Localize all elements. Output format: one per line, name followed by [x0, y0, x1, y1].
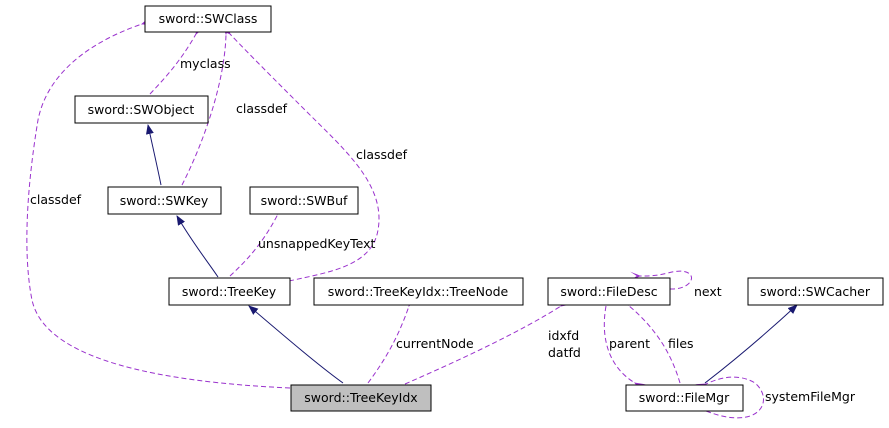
node-swbuf[interactable]: sword::SWBuf: [249, 186, 359, 215]
edge-currentnode: [367, 295, 417, 384]
label-idxfd: idxfd: [548, 328, 579, 343]
edge-idxfd-datfd: [404, 296, 572, 385]
node-treekey[interactable]: sword::TreeKey: [168, 277, 291, 306]
node-filedesc-label: sword::FileDesc: [560, 284, 657, 299]
label-classdef-treekey: classdef: [356, 147, 408, 162]
label-unsnappedkeytext: unsnappedKeyText: [258, 236, 375, 251]
label-myclass: myclass: [180, 56, 231, 71]
node-swkey-label: sword::SWKey: [120, 193, 209, 208]
edge-myclass: [149, 23, 205, 95]
label-classdef-swkey: classdef: [236, 101, 288, 116]
node-treekeyidx-label: sword::TreeKeyIdx: [304, 390, 417, 405]
label-parent: parent: [609, 336, 650, 351]
edge-files: [617, 295, 681, 384]
node-treenode[interactable]: sword::TreeKeyIdx::TreeNode: [313, 277, 524, 306]
edge-classdef-swkey: [181, 24, 231, 186]
edge-treekeyidx-inherits-treekey: [248, 305, 344, 384]
node-swclass[interactable]: sword::SWClass: [144, 5, 272, 33]
node-treekey-label: sword::TreeKey: [182, 284, 277, 299]
edge-filemgr-inherits-swcacher: [704, 304, 798, 384]
node-treenode-label: sword::TreeKeyIdx::TreeNode: [328, 284, 509, 299]
node-swbuf-label: sword::SWBuf: [261, 193, 348, 208]
label-systemfilemgr: systemFileMgr: [765, 389, 856, 404]
edge-parent: [603, 305, 646, 392]
edge-classdef-treekeyidx: [26, 16, 291, 389]
node-filedesc[interactable]: sword::FileDesc: [547, 277, 671, 306]
node-treekeyidx[interactable]: sword::TreeKeyIdx: [290, 384, 432, 412]
edge-labels: myclass classdef classdef classdef unsna…: [30, 56, 856, 404]
edge-next: [630, 270, 692, 290]
node-swkey[interactable]: sword::SWKey: [107, 186, 222, 215]
node-swcacher-label: sword::SWCacher: [760, 284, 871, 299]
label-files: files: [668, 336, 694, 351]
node-swobject[interactable]: sword::SWObject: [74, 95, 209, 124]
edge-treekey-inherits-swkey: [176, 215, 219, 278]
node-swcacher[interactable]: sword::SWCacher: [747, 277, 884, 306]
node-swobject-label: sword::SWObject: [88, 102, 195, 117]
edge-systemfilemgr: [695, 376, 764, 419]
label-classdef-treekeyidx: classdef: [30, 192, 82, 207]
node-swclass-label: sword::SWClass: [159, 11, 258, 26]
edges: [26, 16, 798, 419]
node-filemgr[interactable]: sword::FileMgr: [625, 384, 744, 412]
label-currentnode: currentNode: [396, 336, 474, 351]
edge-unsnappedkeytext: [229, 203, 287, 277]
label-next: next: [694, 284, 722, 299]
edge-swkey-inherits-swobject: [146, 124, 162, 186]
label-datfd: datfd: [548, 345, 581, 360]
node-filemgr-label: sword::FileMgr: [639, 390, 730, 405]
